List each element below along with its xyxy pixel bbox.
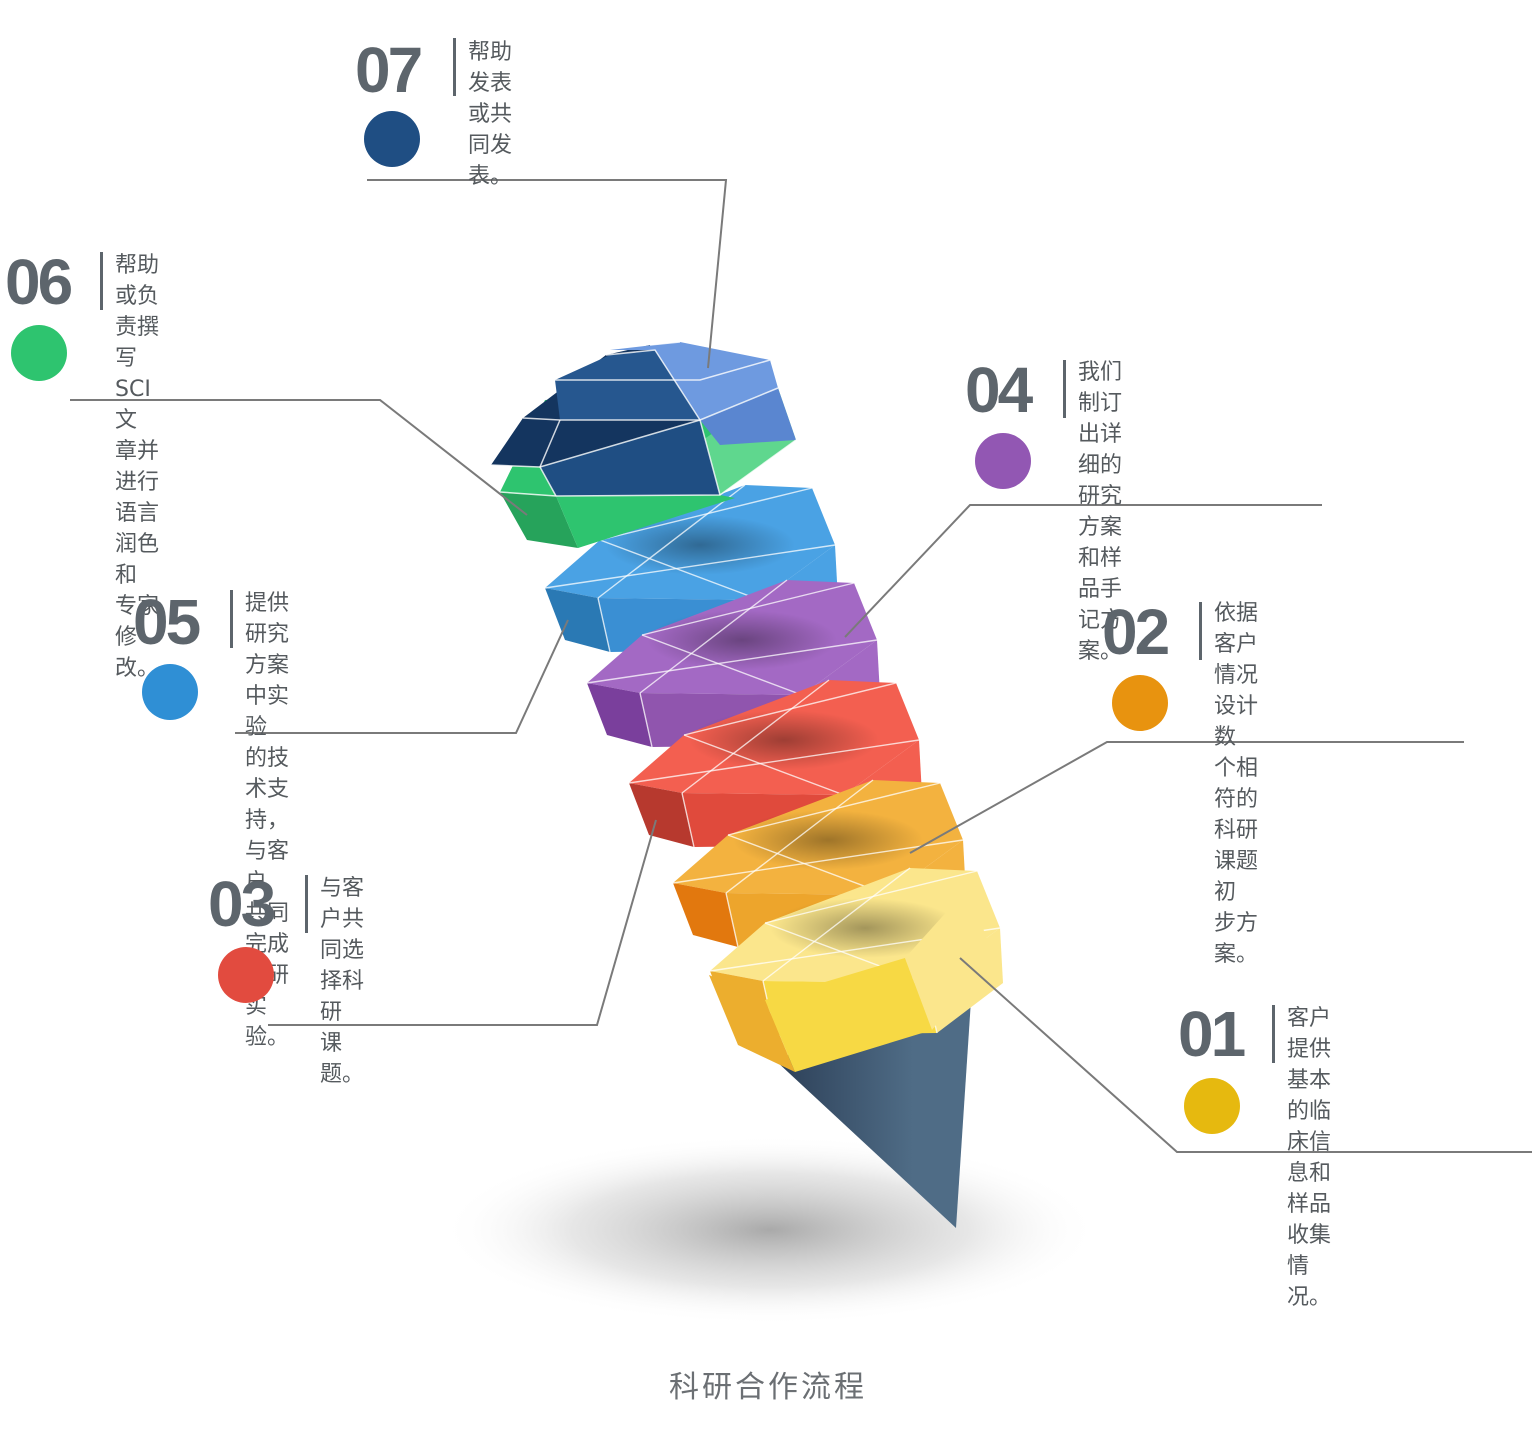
step-dot — [218, 947, 274, 1003]
step-dot — [975, 433, 1031, 489]
connector-05 — [235, 619, 569, 734]
step-dot — [1184, 1078, 1240, 1134]
facet-line — [683, 682, 897, 736]
facet-line — [727, 834, 889, 896]
step-number: 01 — [1178, 998, 1246, 1070]
facet-line — [641, 582, 855, 636]
facet-line — [641, 634, 803, 696]
step-description: 依据客户情况设计数个相符的科研课题初步方案。 — [1214, 601, 1259, 967]
step-number: 04 — [965, 354, 1033, 426]
connector-03 — [268, 819, 657, 1026]
facet-line — [683, 734, 845, 796]
layer-shading — [647, 610, 837, 670]
connector-02 — [909, 741, 1464, 854]
facet-line — [544, 544, 836, 589]
top-cap-07 — [490, 341, 797, 548]
step-dot — [1112, 675, 1168, 731]
facet-line — [599, 539, 761, 601]
facet-line — [762, 867, 911, 982]
connector-06 — [70, 399, 528, 516]
facet-line — [586, 639, 878, 684]
connector-01 — [959, 957, 1532, 1153]
step-description: 帮助发表或共同发表。 — [468, 40, 513, 189]
step-divider — [305, 875, 308, 933]
layer-01-right — [905, 888, 993, 1030]
layer-left-face — [673, 883, 738, 947]
step-divider — [1063, 360, 1066, 418]
cap-green-left — [500, 492, 578, 548]
step-description: 客户提供基本的临床信息和样品收集情况。 — [1287, 1006, 1332, 1310]
facet-line — [672, 839, 964, 884]
step-description: 我们制订出详细的研究方案和样品手记方案。 — [1078, 360, 1123, 664]
layer-shading — [733, 810, 923, 870]
step-number: 07 — [355, 34, 423, 106]
facet-line — [597, 484, 746, 599]
facet-line — [764, 870, 978, 924]
facet-line — [727, 782, 941, 836]
step-number: 03 — [208, 868, 276, 940]
cap-light-top — [610, 342, 778, 420]
facet-line — [628, 739, 920, 784]
step-number: 02 — [1102, 596, 1170, 668]
diagram-caption: 科研合作流程 — [669, 1370, 867, 1405]
layer-shading — [689, 710, 879, 770]
step-number: 05 — [133, 586, 201, 658]
layer-01-body — [709, 888, 993, 1072]
facet-line — [599, 487, 813, 541]
facet-line — [681, 679, 830, 794]
layer-left-face — [545, 588, 610, 652]
facet-line — [639, 579, 788, 694]
connector-04 — [844, 504, 1322, 638]
step-description: 帮助或负责撰写SCI文章并进行语言润色和专家修改。 — [115, 253, 160, 681]
floor-shadow — [440, 1135, 1100, 1325]
facet-line — [639, 692, 653, 748]
layer-left-face — [629, 783, 694, 847]
cap-light-side — [700, 388, 796, 445]
layer-left-face — [587, 683, 652, 747]
facet-line — [725, 779, 874, 894]
step-divider — [453, 38, 456, 96]
step-description: 与客户共同选择科研课题。 — [320, 876, 365, 1087]
step-divider — [1272, 1005, 1275, 1063]
step-divider — [1199, 602, 1202, 660]
step-divider — [100, 252, 103, 310]
step-dot — [11, 325, 67, 381]
facet-line — [597, 597, 611, 653]
layer-01-front — [765, 958, 932, 1072]
cap-dark-mid — [555, 350, 700, 420]
facet-line — [681, 792, 695, 848]
step-dot — [142, 664, 198, 720]
cap-green-bottom — [556, 495, 735, 548]
step-divider — [230, 590, 233, 648]
step-number: 06 — [5, 246, 73, 318]
facet-line — [725, 892, 739, 948]
connector-07 — [367, 179, 728, 369]
step-dot — [364, 111, 420, 167]
cap-dark-front — [540, 420, 720, 496]
layer-01-left — [709, 975, 795, 1072]
